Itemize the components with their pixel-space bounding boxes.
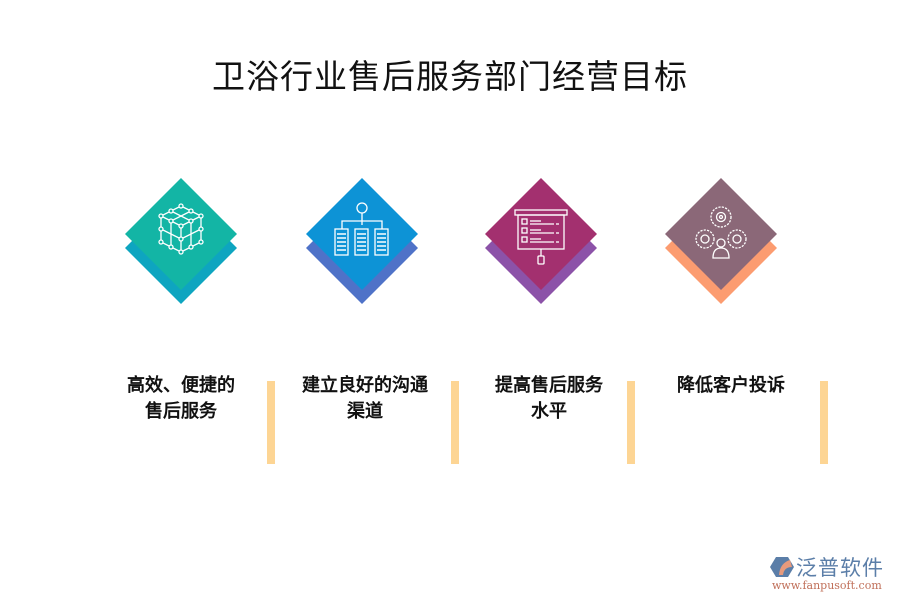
diamond-item-1 — [119, 176, 243, 306]
diamond-item-2 — [300, 176, 424, 306]
goal-label-4: 降低客户投诉 — [677, 375, 785, 396]
hierarchy-servers-icon — [334, 202, 389, 256]
network-cube-icon — [158, 203, 204, 255]
accent-bar-3 — [627, 381, 635, 464]
accent-bar-2 — [451, 381, 459, 464]
logo-mark-icon — [770, 557, 794, 577]
goal-label-1: 高效、便捷的 售后服务 — [127, 375, 235, 422]
logo-url: www.fanpusoft.com — [772, 579, 882, 592]
brand-logo: 泛普软件 www.fanpusoft.com — [768, 552, 898, 594]
logo-name: 泛普软件 — [796, 556, 884, 580]
accent-bar-1 — [267, 381, 275, 464]
accent-bar-4 — [820, 381, 828, 464]
diamond-item-3 — [479, 176, 603, 306]
diamond-item-4 — [659, 176, 783, 306]
presentation-board-icon — [514, 209, 568, 265]
gears-user-icon — [695, 206, 747, 259]
goal-label-3: 提高售后服务 水平 — [495, 375, 603, 422]
goal-label-2: 建立良好的沟通 渠道 — [302, 375, 428, 422]
page-title: 卫浴行业售后服务部门经营目标 — [212, 57, 688, 96]
